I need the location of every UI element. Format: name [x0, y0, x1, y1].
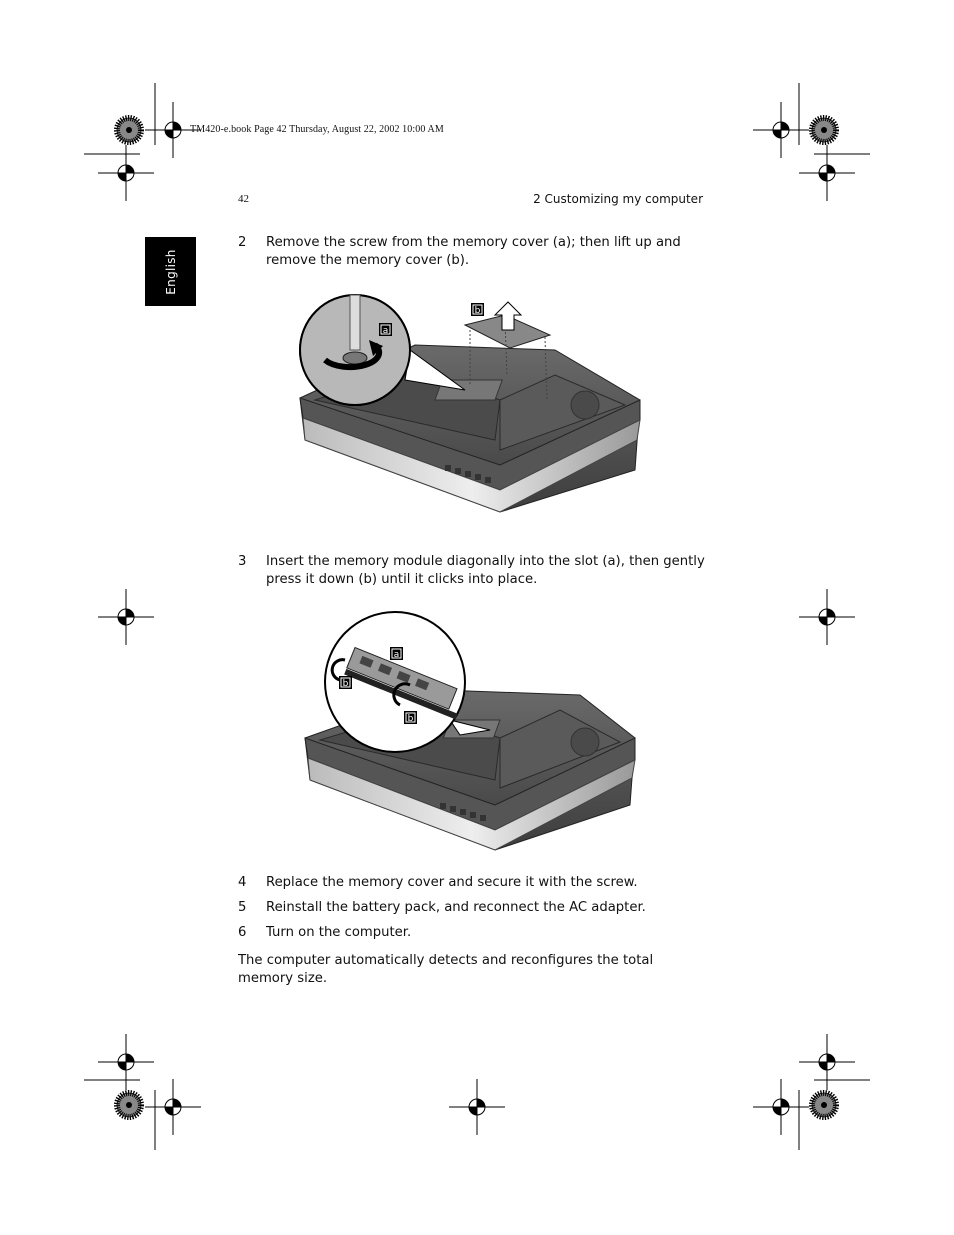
callout-a: a: [383, 326, 389, 336]
step-item: 2 Remove the screw from the memory cover…: [238, 234, 708, 270]
step-item: 5 Reinstall the battery pack, and reconn…: [238, 899, 708, 917]
step-text: Reinstall the battery pack, and reconnec…: [266, 900, 646, 915]
language-tab: English: [145, 237, 196, 306]
step-number: 5: [238, 900, 247, 915]
print-slug: TM420-e.book Page 42 Thursday, August 22…: [190, 124, 444, 135]
callout-a: a: [394, 650, 400, 660]
figure-remove-memory-cover: a b: [299, 294, 641, 513]
callout-b: b: [343, 679, 349, 689]
step-number: 4: [238, 875, 247, 890]
step-text: Replace the memory cover and secure it w…: [266, 875, 638, 890]
figure-insert-memory-module: a b b: [304, 611, 636, 851]
closing-paragraph: The computer automatically detects and r…: [238, 953, 654, 986]
step-text: Remove the screw from the memory cover (…: [266, 235, 681, 268]
step-number: 3: [238, 554, 247, 569]
callout-b: b: [408, 714, 414, 724]
step-number: 2: [238, 235, 247, 250]
step-item: 3 Insert the memory module diagonally in…: [238, 553, 708, 589]
page-number: 42: [238, 193, 249, 205]
language-tab-label: English: [163, 248, 178, 295]
running-head: 2 Customizing my computer: [533, 192, 703, 206]
step-text: Turn on the computer.: [266, 925, 412, 940]
callout-b: b: [475, 306, 481, 316]
step-item: 4 Replace the memory cover and secure it…: [238, 874, 708, 892]
step-text: Insert the memory module diagonally into…: [266, 554, 705, 587]
step-number: 6: [238, 925, 247, 940]
step-item: 6 Turn on the computer.: [238, 924, 708, 942]
